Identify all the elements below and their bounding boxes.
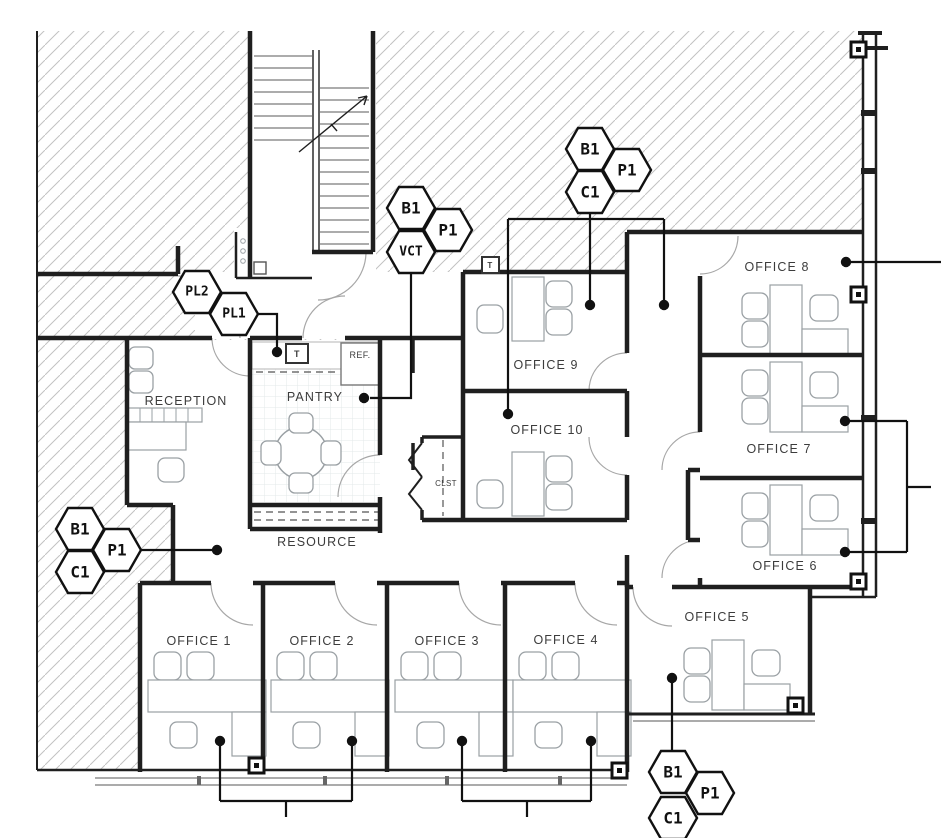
room-label-reception: RECEPTION (145, 394, 228, 408)
office6-desk (741, 484, 849, 556)
room-label-office3: OFFICE 3 (414, 634, 479, 648)
svg-text:B1: B1 (70, 520, 89, 539)
pantry-furniture: REF. (251, 341, 381, 502)
finish-tag-c1: C1 (647, 795, 699, 838)
room-label-office10: OFFICE 10 (510, 423, 583, 437)
svg-text:C1: C1 (663, 809, 682, 828)
room-label-office7: OFFICE 7 (746, 442, 811, 456)
finish-tag-c1: C1 (564, 169, 616, 215)
leader-lines (141, 213, 941, 817)
office3-desk (394, 651, 514, 757)
finish-tag-c1: C1 (54, 549, 106, 595)
mullion-square (786, 696, 805, 715)
finish-tags: B1 P1 VCT B1 P1 C1 PL2 PL1 (54, 126, 736, 838)
thermostat-office9: T (481, 256, 500, 274)
office5-desk (683, 639, 791, 711)
finish-tag-p1: P1 (684, 770, 736, 816)
mullion-square (849, 40, 868, 59)
room-label-office9: OFFICE 9 (513, 358, 578, 372)
finish-tag-vct: VCT (385, 229, 437, 275)
svg-text:P1: P1 (617, 161, 636, 180)
svg-text:B1: B1 (663, 763, 682, 782)
room-labels: RECEPTION PANTRY RESOURCE CLST OFFICE 1 … (145, 260, 817, 648)
finish-tag-p1: P1 (422, 207, 474, 253)
office9-desk (476, 276, 573, 342)
office10-desk (476, 451, 573, 517)
mullion-square (610, 761, 629, 780)
finish-tag-p1: P1 (91, 527, 143, 573)
room-label-office6: OFFICE 6 (752, 559, 817, 573)
resource-shelving (254, 511, 378, 521)
mullion-square (849, 572, 868, 591)
refrigerator-label: REF. (349, 350, 370, 360)
finish-tag-b1: B1 (385, 185, 437, 231)
svg-text:C1: C1 (70, 563, 89, 582)
stairwell (234, 50, 369, 280)
room-label-office1: OFFICE 1 (166, 634, 231, 648)
svg-text:VCT: VCT (399, 245, 423, 260)
room-label-resource: RESOURCE (277, 535, 357, 549)
office4-desk (512, 651, 632, 757)
office1-desk (147, 651, 267, 757)
svg-text:B1: B1 (401, 199, 420, 218)
finish-tag-pl1: PL1 (208, 291, 260, 337)
office8-desk (741, 284, 849, 356)
closet-doors (407, 440, 444, 516)
mullion-square (247, 756, 266, 775)
svg-text:P1: P1 (700, 784, 719, 803)
finish-tag-p1: P1 (601, 147, 653, 193)
svg-text:P1: P1 (107, 541, 126, 560)
room-label-office2: OFFICE 2 (289, 634, 354, 648)
thermostat-label: T (487, 261, 492, 270)
room-label-pantry: PANTRY (287, 390, 343, 404)
svg-text:B1: B1 (580, 140, 599, 159)
svg-text:C1: C1 (580, 183, 599, 202)
furniture-layer: REF. (127, 276, 849, 757)
thermostat-label: T (294, 349, 300, 359)
reception-furniture (127, 346, 203, 483)
office2-desk (270, 651, 390, 757)
svg-text:PL1: PL1 (222, 307, 246, 322)
svg-text:PL2: PL2 (185, 285, 208, 300)
room-label-closet: CLST (435, 479, 457, 488)
svg-text:P1: P1 (438, 221, 457, 240)
refrigerator: REF. (340, 342, 380, 386)
room-label-office8: OFFICE 8 (744, 260, 809, 274)
thermostat-pantry: T (285, 343, 309, 364)
office7-desk (741, 361, 849, 433)
mullion-square (849, 285, 868, 304)
room-label-office4: OFFICE 4 (533, 633, 598, 647)
finish-tag-pl2: PL2 (171, 269, 223, 315)
room-label-office5: OFFICE 5 (684, 610, 749, 624)
